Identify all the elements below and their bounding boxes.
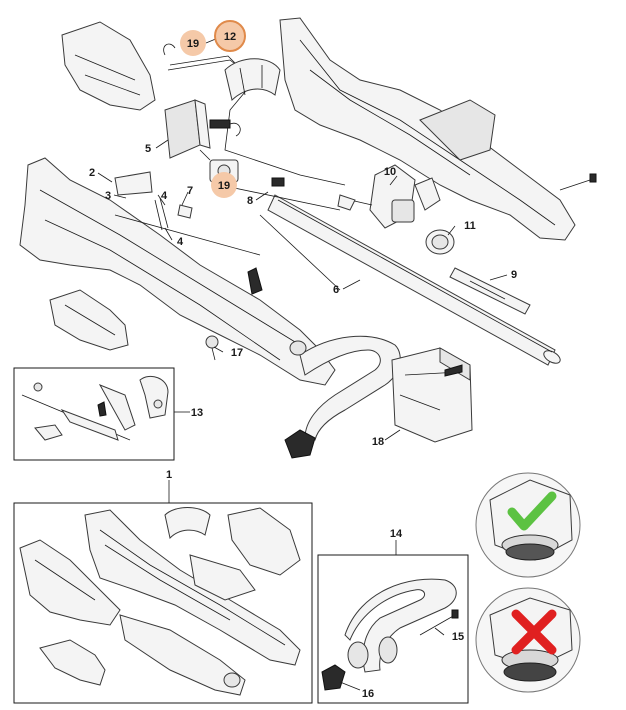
callout-11: 11 (464, 220, 476, 232)
bow-handle (284, 335, 401, 459)
handle-housing-left (19, 157, 336, 386)
checkmark-icon (507, 491, 557, 531)
callout-17: 17 (231, 347, 243, 359)
electronics-module (164, 99, 241, 159)
housing-assembly (19, 507, 301, 696)
callout-badge-12 (214, 20, 246, 52)
callout-19-top: 19 (187, 38, 199, 50)
callout-13: 13 (191, 407, 203, 419)
callout-10: 10 (384, 166, 396, 178)
callout-3: 3 (105, 190, 111, 202)
callout-8: 8 (247, 195, 253, 207)
cover-shell-top (61, 21, 156, 111)
cross-icon (511, 609, 557, 655)
bow-handle-detail (321, 578, 459, 691)
decal-strip (449, 267, 531, 315)
callout-1: 1 (166, 469, 172, 481)
callout-19-mid: 19 (218, 180, 230, 192)
callout-badge-19-mid (211, 172, 237, 198)
callout-7: 7 (187, 185, 193, 197)
callout-2: 2 (89, 167, 95, 179)
correct-install-view (475, 472, 581, 578)
callout-badge-19-top (180, 30, 206, 56)
drive-shaft-tube (267, 194, 561, 366)
bracket-shells (224, 58, 281, 101)
callout-16: 16 (362, 688, 374, 700)
callout-15: 15 (452, 631, 464, 643)
callout-12: 12 (224, 31, 236, 43)
incorrect-install-view (475, 587, 581, 693)
callout-4-upper: 4 (161, 190, 168, 202)
pump-assembly (337, 164, 441, 229)
callout-6: 6 (333, 284, 339, 296)
callout-4-lower: 4 (177, 236, 184, 248)
linkage-parts (21, 376, 169, 441)
guard-box (391, 347, 473, 443)
leader-lines (97, 37, 508, 691)
callout-5: 5 (145, 143, 151, 155)
callout-9: 9 (511, 269, 517, 281)
callout-18: 18 (372, 436, 384, 448)
detail-box-13 (13, 367, 175, 461)
screw (205, 335, 219, 361)
small-clips (114, 171, 263, 295)
callout-14: 14 (390, 528, 403, 540)
detail-box-1 (13, 502, 313, 704)
coupling-ring (425, 229, 455, 255)
housing-half-right (279, 17, 597, 241)
detail-box-14 (317, 554, 469, 704)
